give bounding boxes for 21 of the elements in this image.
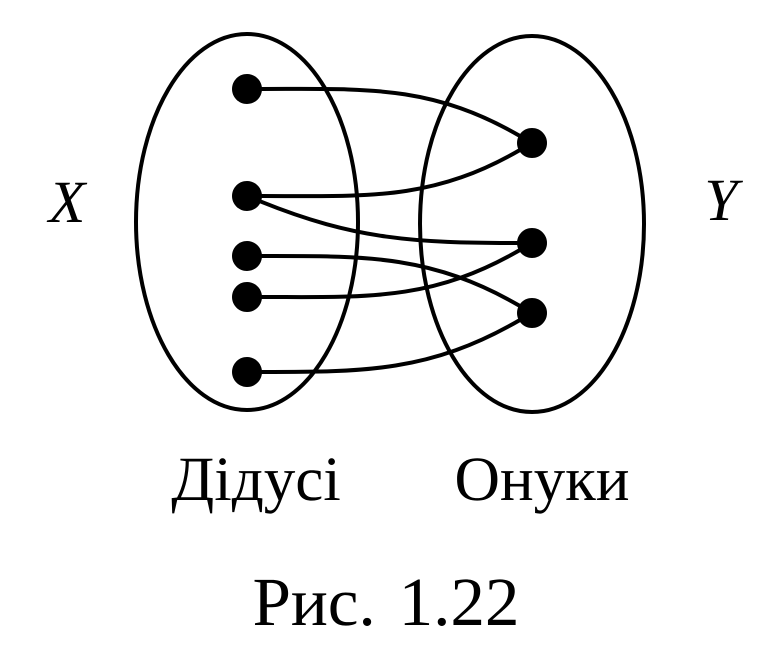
set-letter: X (46, 182, 88, 222)
connector-line (260, 318, 521, 374)
connector-line (259, 200, 519, 245)
figure-caption: Рис. 1.22 (254, 579, 516, 626)
dot (517, 228, 547, 258)
dot (517, 128, 547, 158)
set-ellipse (418, 34, 646, 414)
dot (232, 74, 262, 104)
set-label: Онуки (457, 458, 628, 514)
set-letter: Y (708, 180, 744, 220)
connector-line (260, 148, 521, 198)
dot (232, 241, 262, 271)
set-label: Дідусі (172, 458, 340, 514)
dot (232, 181, 262, 211)
dot (517, 298, 547, 328)
set-ellipse (134, 32, 360, 412)
dot (232, 282, 262, 312)
connector-line (260, 254, 521, 308)
connector-line (260, 86, 521, 138)
dot (232, 357, 262, 387)
connector-line (260, 248, 521, 300)
